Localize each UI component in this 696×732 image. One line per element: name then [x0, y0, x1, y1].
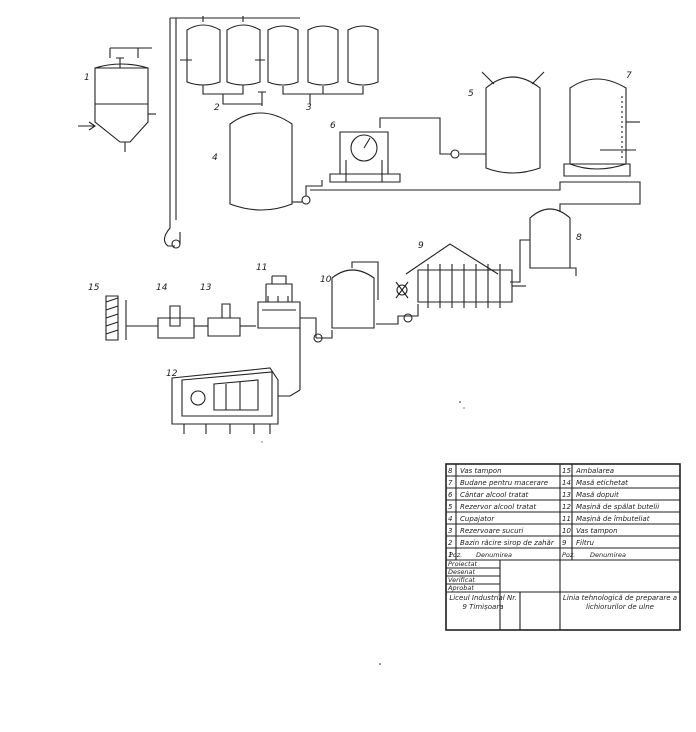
label-1: 1 — [84, 73, 90, 83]
legend-num: 15 — [562, 467, 571, 475]
label-15: 15 — [88, 283, 100, 293]
legend-name: Ambalarea — [575, 467, 614, 475]
equipment-8-buffer-vessel: 8 — [510, 208, 582, 283]
role-drawn: Desenat — [448, 568, 475, 576]
label-8: 8 — [576, 233, 582, 243]
legend-header-num-left: Poz. — [449, 551, 462, 559]
drawing-title: Linia tehnologică de preparare a lichior… — [562, 594, 678, 611]
legend-num: 4 — [448, 515, 452, 523]
label-12: 12 — [166, 369, 178, 379]
equipment-5-alcohol-tank: 5 — [439, 71, 545, 174]
label-5: 5 — [468, 89, 474, 99]
label-9: 9 — [418, 241, 424, 251]
legend-name: Vas tampon — [576, 527, 618, 535]
label-6: 6 — [330, 121, 336, 131]
equipment-13-corking-table: 13 — [200, 283, 256, 337]
school-name: Liceul Industrial Nr. 9 Timișoara — [449, 594, 517, 611]
legend-header-name-left: Denumirea — [476, 551, 512, 559]
label-7: 7 — [626, 71, 632, 81]
legend-num: 14 — [562, 479, 571, 487]
legend-name: Budane pentru macerare — [460, 479, 548, 487]
legend-num: 10 — [562, 527, 571, 535]
legend-num: 2 — [448, 539, 453, 547]
legend-num: 12 — [562, 503, 571, 511]
equipment-1-sugar-boiler: 1 — [78, 47, 156, 152]
legend-num: 11 — [562, 515, 571, 523]
equipment-11-bottling-machine: 11 — [256, 263, 317, 390]
legend-num: 8 — [448, 467, 453, 475]
equipment-12-bottle-washer: 12 — [166, 367, 301, 434]
label-2: 2 — [214, 103, 220, 113]
legend-num: 3 — [448, 527, 452, 535]
legend-table: Poz. Denumirea Poz. Denumirea 8 Vas tamp… — [445, 463, 681, 631]
legend-name: Filtru — [576, 539, 595, 547]
legend-name: Bazin răcire sirop de zahăr — [460, 539, 555, 547]
equipment-15-packaging: 15 — [88, 283, 127, 341]
equipment-7-maceration-vat: 7 — [563, 71, 640, 177]
legend-num: 6 — [448, 491, 453, 499]
scan-marks — [261, 401, 465, 665]
legend-name: Mașină de spălat butelii — [576, 503, 659, 511]
equipment-9-filter-press: 9 — [376, 241, 526, 325]
legend-num: 5 — [448, 503, 453, 511]
legend-header-num-right: Poz. — [562, 551, 575, 559]
legend-name: Masă dopuit — [576, 491, 619, 499]
label-13: 13 — [200, 283, 212, 293]
legend-name: Cupajator — [460, 515, 495, 523]
label-11: 11 — [256, 263, 267, 273]
legend-name: Vas tampon — [460, 467, 502, 475]
equipment-10-buffer-vat: 10 — [313, 261, 379, 343]
legend-num: 13 — [562, 491, 571, 499]
role-checked: Verificat — [448, 576, 475, 584]
equipment-14-labelling-table: 14 — [126, 283, 208, 339]
legend-num: 9 — [562, 539, 567, 547]
role-approved: Aprobat — [447, 584, 474, 592]
label-3: 3 — [306, 103, 312, 113]
legend-name: Masă etichetat — [576, 479, 628, 487]
legend-name: Cântar alcool tratat — [460, 491, 529, 499]
legend-num: 1 — [448, 551, 452, 559]
role-designed: Proiectat — [448, 560, 477, 568]
equipment-6-alcohol-scale: 6 — [329, 117, 441, 183]
label-14: 14 — [156, 283, 168, 293]
equipment-3-juice-tanks: 3 — [267, 25, 379, 113]
legend-name: Mașină de îmbuteliat — [576, 515, 650, 523]
equipment-2-syrup-cooling-tanks: 2 — [180, 16, 265, 113]
equipment-4-blender: 4 — [212, 91, 323, 211]
label-10: 10 — [320, 275, 332, 285]
legend-name: Rezervoare sucuri — [460, 527, 523, 535]
pipe-sugar-to-mixer — [163, 17, 300, 249]
pipe-return-line — [310, 181, 641, 212]
label-4: 4 — [212, 153, 218, 163]
legend-num: 7 — [448, 479, 453, 487]
legend-name: Rezervor alcool tratat — [460, 503, 536, 511]
legend-header-name-right: Denumirea — [590, 551, 626, 559]
